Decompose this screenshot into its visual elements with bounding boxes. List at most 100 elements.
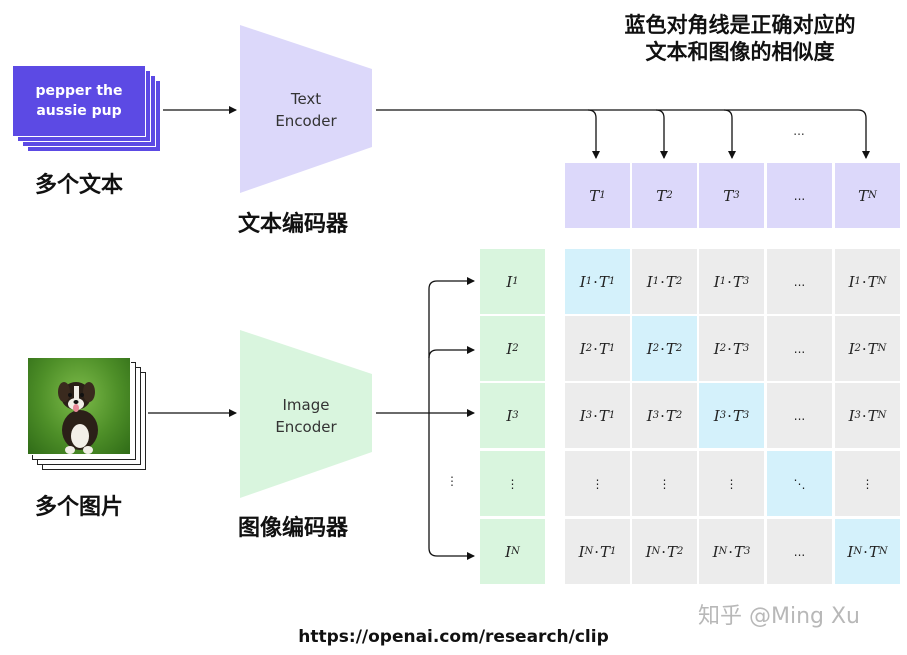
similarity-subscript: 2 [719, 343, 727, 354]
text-embedding-symbol-0: T [589, 186, 600, 205]
dot-product-symbol: · [728, 542, 734, 561]
diagram-title: 蓝色对角线是正确对应的 文本和图像的相似度 [590, 12, 890, 66]
title-line-2: 文本和图像的相似度 [645, 40, 835, 64]
dot-product-symbol: · [660, 406, 665, 425]
similarity-symbol: I [646, 406, 653, 425]
text-card: pepper the aussie pup [12, 65, 146, 137]
text-card-line-1: pepper the [35, 83, 123, 99]
text-embedding-subscript-4: N [868, 190, 877, 201]
similarity-symbol: I [713, 272, 720, 291]
similarity-subscript: 1 [652, 276, 660, 287]
text-embedding-subscript-2: 3 [733, 190, 740, 201]
dot-product-symbol: · [861, 339, 867, 358]
arrow-to-t1 [587, 109, 600, 159]
text-input-caption: 多个文本 [35, 173, 124, 198]
similarity-subscript: 2 [675, 343, 683, 354]
similarity-subscript: N [877, 276, 887, 287]
dot-product-symbol: · [660, 339, 665, 358]
image-input-caption: 多个图片 [35, 495, 124, 520]
similarity-ellipsis: ⋮ [591, 476, 604, 491]
similarity-ellipsis: ⋮ [725, 476, 738, 491]
source-url[interactable]: https://openai.com/research/clip [298, 627, 609, 647]
similarity-ellipsis: ... [793, 341, 806, 356]
image-embedding-subscript-1: 2 [512, 343, 519, 354]
dot-product-symbol: · [661, 542, 667, 561]
text-encoder-line-1: Text [290, 90, 322, 108]
similarity-symbol: T [665, 272, 676, 291]
puppy-photo [27, 357, 131, 455]
image-embedding-subscript-4: N [511, 546, 520, 557]
similarity-symbol: I [848, 339, 855, 358]
similarity-subscript: 1 [608, 343, 616, 354]
puppy-illustration [58, 382, 98, 454]
similarity-symbol: T [734, 542, 745, 561]
dot-product-symbol: · [727, 406, 732, 425]
similarity-symbol: I [847, 542, 854, 561]
image-embedding-symbol-2: I [506, 406, 513, 425]
image-embedding-cell: ⋮ [480, 451, 545, 516]
similarity-ellipsis: ... [793, 544, 806, 559]
similarity-symbol: T [665, 339, 676, 358]
similarity-subscript: 1 [854, 276, 861, 287]
similarity-cell: ⋮ [565, 451, 630, 516]
similarity-symbol: T [598, 339, 609, 358]
similarity-symbol: I [712, 542, 719, 561]
similarity-subscript: 3 [742, 276, 750, 287]
similarity-symbol: T [732, 406, 743, 425]
diagonal-similarity-cell: ⋱ [767, 451, 832, 516]
similarity-subscript: N [853, 546, 863, 557]
similarity-ellipsis: ⋱ [793, 476, 806, 491]
similarity-cell: ⋮ [835, 451, 900, 516]
dot-product-symbol: · [593, 406, 598, 425]
similarity-cell: ... [767, 383, 832, 448]
similarity-subscript: N [718, 546, 728, 557]
similarity-symbol: I [848, 406, 855, 425]
dot-product-symbol: · [861, 272, 867, 291]
text-card-line-2: aussie pup [36, 103, 122, 119]
dot-product-symbol: · [863, 542, 868, 561]
similarity-symbol: T [732, 272, 743, 291]
text-encoder-shape [240, 25, 372, 193]
similarity-subscript: N [878, 546, 888, 557]
similarity-symbol: I [713, 339, 720, 358]
arrow-ellipsis: ... [793, 124, 805, 138]
similarity-subscript: 3 [585, 410, 593, 421]
title-line-1: 蓝色对角线是正确对应的 [624, 13, 856, 37]
image-embedding-subscript-2: 3 [512, 410, 519, 421]
dot-product-symbol: · [594, 542, 600, 561]
text-encoder-label: Text Encoder [236, 88, 376, 132]
similarity-subscript: 2 [675, 276, 683, 287]
similarity-subscript: 1 [608, 276, 616, 287]
similarity-subscript: 3 [744, 546, 751, 557]
dot-product-symbol: · [727, 339, 732, 358]
text-encoder-caption: 文本编码器 [238, 212, 349, 237]
similarity-subscript: N [877, 343, 887, 354]
similarity-symbol: T [867, 339, 878, 358]
similarity-symbol: T [732, 339, 743, 358]
similarity-subscript: 2 [854, 343, 861, 354]
similarity-symbol: I [645, 542, 652, 561]
similarity-symbol: I [579, 406, 586, 425]
similarity-symbol: T [600, 542, 611, 561]
similarity-ellipsis: ⋮ [861, 476, 874, 491]
image-embedding-symbol-0: I [506, 272, 513, 291]
similarity-subscript: 2 [652, 343, 660, 354]
similarity-symbol: T [867, 272, 878, 291]
